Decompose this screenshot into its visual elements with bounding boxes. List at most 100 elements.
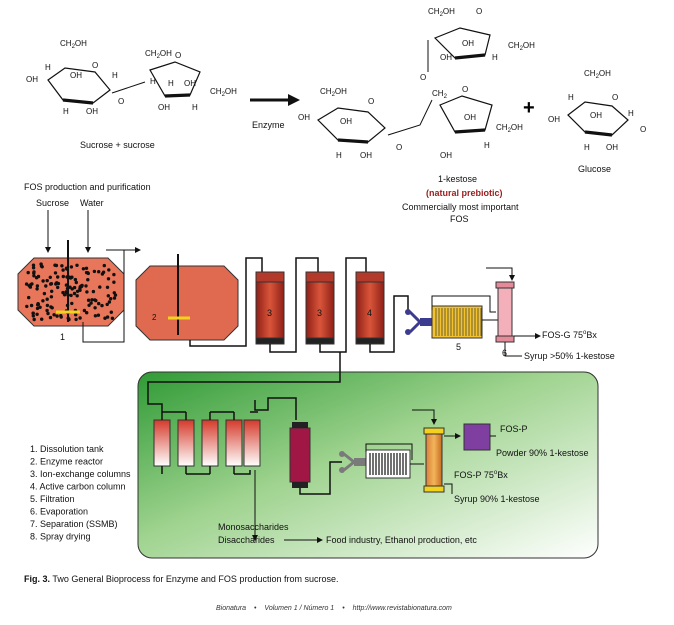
- ssmb-column: [225, 419, 243, 467]
- sucrose-particle: [27, 295, 31, 300]
- sucrose-particle: [68, 276, 73, 280]
- enzyme-reactor: 2: [135, 254, 239, 341]
- kestose-glc-ch2oh: CH2OH: [320, 87, 347, 98]
- sucrose-particle: [55, 314, 59, 318]
- figure-caption: Fig. 3. Two General Bioprocess for Enzym…: [24, 574, 338, 584]
- ssmb-column: [153, 419, 171, 467]
- kestose-glucose-ring: [317, 107, 386, 144]
- input-water: Water: [80, 198, 104, 208]
- kestose-top-oh: OH: [462, 39, 474, 48]
- byproduct-mono: Monosaccharides: [218, 522, 289, 532]
- kestose-mid-oh: OH: [464, 113, 476, 122]
- sucrose-particle: [102, 263, 107, 268]
- fructose-h-1: H: [150, 77, 156, 86]
- spray-dryer: [463, 423, 491, 451]
- sucrose-particle: [40, 317, 44, 321]
- sucrose-particle: [49, 295, 54, 299]
- sucrose-particle: [78, 288, 82, 292]
- ssmb-column: [201, 419, 219, 467]
- sucrose-particle: [74, 317, 78, 322]
- sucrose-particle: [26, 270, 30, 275]
- kestose-link-o: O: [420, 73, 426, 82]
- sucrose-particle: [81, 267, 86, 271]
- sucrose-particle: [74, 313, 78, 317]
- sucrose-particle: [56, 285, 60, 290]
- sucrose-particle: [69, 293, 73, 298]
- fructose-ring-left: [111, 61, 201, 98]
- legend-item: 5. Filtration: [30, 494, 75, 504]
- fructose-h-2: H: [168, 79, 174, 88]
- sucrose-particle: [78, 316, 82, 320]
- sucrose-particle: [91, 289, 96, 294]
- kestose-glc-oh1: OH: [298, 113, 310, 122]
- sucrose-particle: [48, 275, 52, 279]
- sucrose-particle: [36, 274, 41, 279]
- sucrose-particle: [105, 302, 109, 307]
- ssmb-columns: [153, 403, 261, 475]
- legend-item: 1. Dissolution tank: [30, 444, 104, 454]
- ssmb-column: [243, 419, 261, 467]
- legend-item: 4. Active carbon column: [30, 482, 126, 492]
- sucrose-particle: [93, 306, 97, 310]
- sucrose-o-link: O: [118, 97, 124, 106]
- sucrose-particle: [75, 294, 79, 298]
- sucrose-particle: [60, 264, 64, 268]
- sucrose-particle: [49, 282, 54, 286]
- sucrose-particle: [97, 301, 101, 306]
- process-title: FOS production and purification: [24, 182, 151, 192]
- fructose-oh-2: OH: [158, 103, 170, 112]
- glucose-oh2: OH: [590, 111, 602, 120]
- evaporator: 6: [495, 281, 515, 358]
- sucrose-particle: [110, 316, 115, 320]
- lower-column: [289, 422, 311, 488]
- unit-3a-label: 3: [267, 308, 272, 318]
- sucrose-particle: [35, 284, 40, 288]
- sucrose-particle: [45, 308, 49, 313]
- sucrose-particle: [92, 269, 97, 274]
- kestose-glc-h1: H: [336, 151, 342, 160]
- sucrose-particle: [87, 303, 91, 307]
- kestose-top-o: O: [476, 7, 482, 16]
- ion-exchange-column-b: 3: [305, 271, 335, 345]
- kestose-name: 1-kestose: [438, 174, 477, 184]
- sucrose-particle: [41, 299, 45, 303]
- glucose-oh3: OH: [606, 143, 618, 152]
- sucrose-particle: [35, 312, 39, 316]
- sucrose-particle: [103, 316, 107, 320]
- unit-2-label: 2: [152, 313, 157, 322]
- plus-sign: +: [523, 97, 535, 119]
- legend-item: 7. Separation (SSMB): [30, 519, 118, 529]
- sucrose-particle: [112, 280, 116, 284]
- sucrose-particle: [112, 272, 116, 277]
- sucrose-particle: [35, 287, 39, 291]
- footer: Bionatura•Volumen 1 / Número 1•http://ww…: [216, 605, 452, 612]
- kestose-top-oh2: OH: [440, 53, 452, 62]
- unit-5-label: 5: [456, 342, 461, 352]
- sucrose-particle: [105, 315, 110, 319]
- lower-filtration: [339, 449, 411, 479]
- sucrose-particle: [86, 271, 91, 276]
- sucrose-particle: [75, 263, 79, 267]
- sucrose-particle: [84, 266, 89, 270]
- input-sucrose: Sucrose: [36, 198, 69, 208]
- sucrose-particle: [61, 268, 65, 272]
- sucrose-particle: [61, 274, 65, 279]
- unit-1-label: 1: [60, 332, 65, 342]
- sucrose-particle: [45, 278, 49, 283]
- sucrose-particle: [86, 278, 90, 282]
- sucrose-particle: [69, 265, 74, 269]
- sucrose-particle: [52, 313, 56, 317]
- sucrose-particle: [73, 277, 78, 282]
- sucrose-particle: [32, 317, 36, 322]
- fructose-h-3: H: [192, 103, 198, 112]
- sucrose-particle: [42, 291, 47, 296]
- output-powder: Powder 90% 1-kestose: [496, 448, 589, 458]
- sucrose-particle: [96, 313, 101, 317]
- ion-exchange-column-a: 3: [255, 271, 285, 345]
- sucrose-particle: [31, 266, 36, 270]
- reactant-label: Sucrose + sucrose: [80, 140, 155, 150]
- sucrose-particle: [93, 298, 97, 302]
- molecule-labels: CH2OH H OH OH O H OH H O CH2OH O H H OH …: [26, 7, 646, 224]
- glucose-ring-left: [47, 67, 111, 105]
